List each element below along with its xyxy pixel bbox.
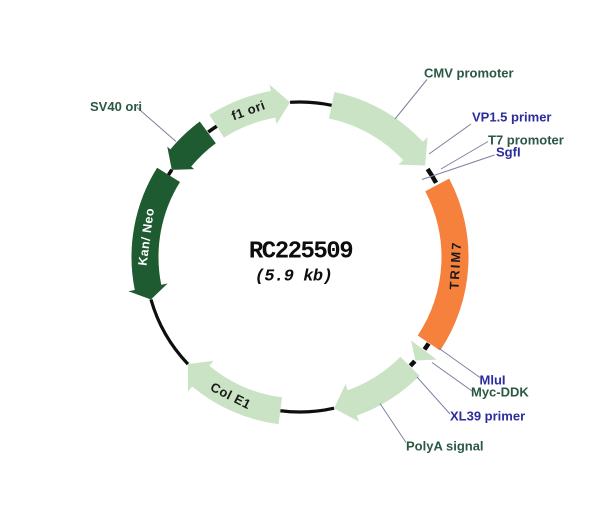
leader-cmv-promoter xyxy=(394,79,428,120)
leader-sgfi xyxy=(421,154,495,180)
plasmid-title: RC225509 xyxy=(249,239,352,266)
callout-label-polya-signal: PolyA signal xyxy=(406,439,484,454)
callout-label-sv40-ori: SV40 ori xyxy=(90,99,142,114)
backbone-bottom-left xyxy=(149,299,190,366)
feature-kan-neo xyxy=(128,167,180,300)
plasmid-size: (5.9 kb) xyxy=(255,268,333,287)
feature-f1-ori xyxy=(209,84,290,138)
feature-polya-signal xyxy=(334,356,420,422)
feature-label-trim7: TRIM7 xyxy=(447,240,465,290)
leader-vp15-primer xyxy=(428,123,472,155)
site-mlui xyxy=(422,342,431,351)
leader-mlui xyxy=(438,347,481,378)
backbone-gap-kan-sv40 xyxy=(166,168,174,177)
feature-sv40-ori xyxy=(167,121,216,170)
callout-label-t7-promoter: T7 promoter xyxy=(488,133,564,148)
leader-sv40-ori xyxy=(136,107,177,142)
callout-label-mlui: MluI xyxy=(480,373,506,388)
feature-col-e1 xyxy=(187,360,283,425)
leader-lines-layer xyxy=(136,79,495,443)
backbone-bottom xyxy=(280,406,335,414)
leader-myc-ddk xyxy=(431,362,473,392)
callout-label-vp15-primer: VP1.5 primer xyxy=(472,110,552,125)
callout-label-xl39-primer: XL39 primer xyxy=(450,409,525,424)
leader-polya-signal xyxy=(379,403,407,443)
feature-myc-ddk xyxy=(411,340,437,361)
feature-cmv-promoter xyxy=(328,92,428,166)
callout-label-myc-ddk: Myc-DDK xyxy=(471,385,529,400)
feature-trim7 xyxy=(417,178,469,351)
callout-label-cmv-promoter: CMV promoter xyxy=(424,66,514,81)
backbone-top xyxy=(289,100,333,107)
leader-t7-promoter xyxy=(440,141,489,170)
site-xl39 xyxy=(408,359,417,368)
features-layer xyxy=(128,84,469,425)
leader-xl39-primer xyxy=(416,376,451,415)
callout-label-sgfi: SgfI xyxy=(496,145,521,160)
